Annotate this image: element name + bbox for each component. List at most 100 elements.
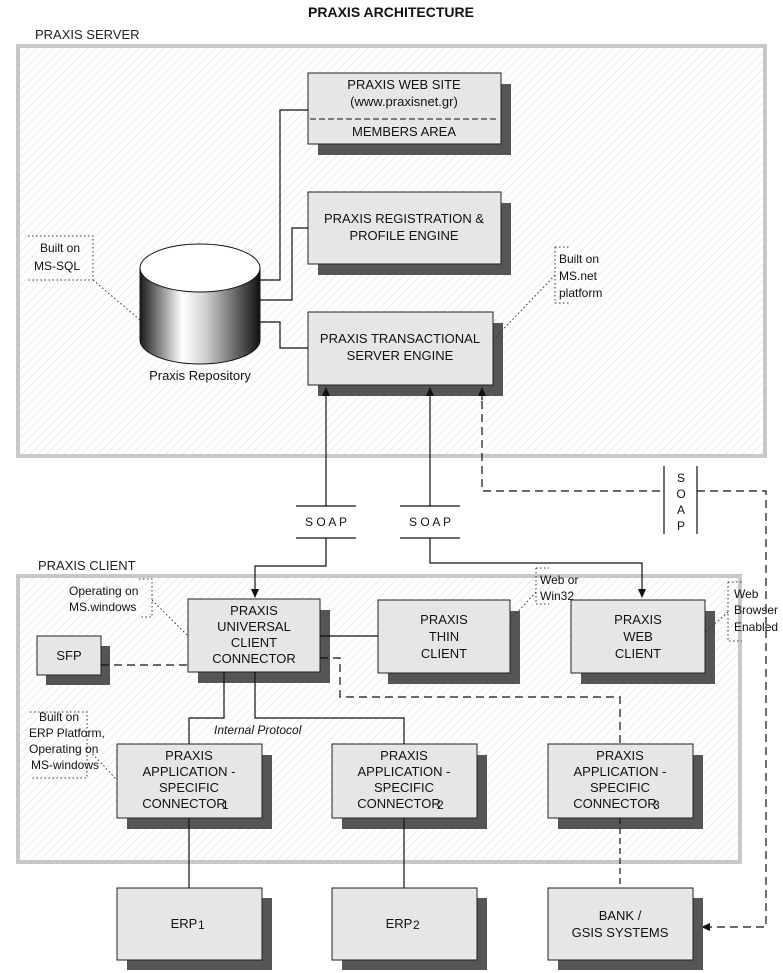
soap-left-down-arrow [251,538,327,598]
praxis-repository-cylinder[interactable] [139,243,261,365]
svg-text:1: 1 [198,918,205,932]
svg-text:APPLICATION -: APPLICATION - [574,764,667,779]
svg-text:Web or: Web or [540,573,578,587]
repo-to-transactional-line [260,321,308,349]
svg-text:BANK /: BANK / [599,908,642,923]
universal-to-app3-dashed [320,657,621,744]
soap-left-label: S O A P [305,515,347,529]
registration-line1: PRAXIS REGISTRATION & [324,211,484,226]
svg-text:APPLICATION -: APPLICATION - [143,764,236,779]
svg-text:3: 3 [653,798,660,812]
svg-text:O: O [676,487,685,501]
universal-to-app1-line [188,672,225,744]
svg-text:ERP: ERP [171,916,198,931]
svg-text:platform: platform [559,286,602,300]
svg-text:PRAXIS: PRAXIS [165,748,213,763]
transactional-engine-box[interactable]: PRAXIS TRANSACTIONAL SERVER ENGINE [307,311,503,396]
registration-line2: PROFILE ENGINE [349,228,458,243]
note-web-browser: Web Browser Enabled [704,581,778,642]
repository-label: Praxis Repository [149,368,251,383]
client-section-label: PRAXIS CLIENT [38,558,136,573]
app-connector-2-box[interactable]: PRAXIS APPLICATION - SPECIFIC CONNECTOR … [331,743,487,829]
svg-text:PRAXIS: PRAXIS [420,612,468,627]
diagram-title: PRAXIS ARCHITECTURE [308,4,474,20]
svg-text:PRAXIS: PRAXIS [230,603,278,618]
erp2-box[interactable]: ERP 2 [331,887,487,970]
soap-middle-down-arrow [429,538,646,598]
note-ms-windows: Operating on MS.windows [69,578,189,637]
svg-text:CLIENT: CLIENT [615,646,661,661]
svg-text:THIN: THIN [429,629,459,644]
transactional-line1: PRAXIS TRANSACTIONAL [320,331,480,346]
svg-text:MS-windows: MS-windows [31,758,99,772]
svg-text:1: 1 [222,798,229,812]
svg-text:Enabled: Enabled [734,620,778,634]
svg-text:SFP: SFP [56,648,81,663]
app-connector-1-box[interactable]: PRAXIS APPLICATION - SPECIFIC CONNECTOR … [116,743,272,829]
universal-to-app2-line [254,672,405,744]
svg-text:Operating on: Operating on [69,584,138,598]
thin-client-box[interactable]: PRAXIS THIN CLIENT [377,599,520,684]
svg-text:CONNECTOR: CONNECTOR [212,651,296,666]
svg-text:2: 2 [413,918,420,932]
svg-text:CONNECTOR: CONNECTOR [142,796,226,811]
note-web-win32: Web or Win32 [509,567,578,621]
registration-engine-box[interactable]: PRAXIS REGISTRATION & PROFILE ENGINE [307,191,511,275]
svg-text:SPECIFIC: SPECIFIC [590,780,650,795]
svg-text:CONNECTOR: CONNECTOR [573,796,657,811]
svg-text:Browser: Browser [734,603,778,617]
svg-text:GSIS SYSTEMS: GSIS SYSTEMS [572,925,669,940]
repo-to-website-line [260,109,308,281]
svg-text:Built on: Built on [39,710,79,724]
internal-protocol-label: Internal Protocol [214,723,302,737]
svg-text:S: S [677,471,685,485]
svg-text:PRAXIS: PRAXIS [614,612,662,627]
note-ms-sql: Built on MS-SQL [28,235,141,321]
soap-right-vertical: S O A P [663,466,698,534]
app-connector-3-box[interactable]: PRAXIS APPLICATION - SPECIFIC CONNECTOR … [547,743,703,829]
web-site-url: (www.praxisnet.gr) [350,94,458,109]
svg-text:MS.net: MS.net [559,269,598,283]
sfp-box[interactable]: SFP [36,635,110,685]
svg-text:Operating on: Operating on [29,742,98,756]
server-section-label: PRAXIS SERVER [35,27,140,42]
svg-text:A: A [677,503,685,517]
soap-middle: S O A P [400,505,460,539]
svg-text:CLIENT: CLIENT [231,635,277,650]
web-client-box[interactable]: PRAXIS WEB CLIENT [570,599,715,684]
soap-left: S O A P [296,505,356,539]
svg-text:PRAXIS: PRAXIS [380,748,428,763]
note-ms-net: Built on MS.net platform [492,246,602,341]
svg-text:Built on: Built on [40,241,80,255]
svg-text:CLIENT: CLIENT [421,646,467,661]
bank-gsis-box[interactable]: BANK / GSIS SYSTEMS [547,887,703,970]
svg-text:P: P [677,519,685,533]
svg-text:MS.windows: MS.windows [69,600,136,614]
svg-text:APPLICATION -: APPLICATION - [358,764,451,779]
svg-text:Web: Web [734,587,759,601]
bank-dashed-link [697,490,767,931]
erp1-box[interactable]: ERP 1 [116,887,272,970]
svg-text:PRAXIS: PRAXIS [596,748,644,763]
svg-text:CONNECTOR: CONNECTOR [357,796,441,811]
universal-client-connector-box[interactable]: PRAXIS UNIVERSAL CLIENT CONNECTOR [187,598,330,683]
note-erp-platform: Built on ERP Platform, Operating on MS-w… [29,710,118,781]
repo-to-registration-line [260,227,308,301]
transactional-line2: SERVER ENGINE [347,348,454,363]
svg-text:2: 2 [437,798,444,812]
svg-text:SPECIFIC: SPECIFIC [159,780,219,795]
web-site-box[interactable]: PRAXIS WEB SITE (www.praxisnet.gr) MEMBE… [307,72,511,155]
svg-text:Built on: Built on [559,252,599,266]
svg-text:ERP Platform,: ERP Platform, [29,726,105,740]
svg-text:WEB: WEB [623,629,653,644]
svg-text:UNIVERSAL: UNIVERSAL [217,619,291,634]
svg-text:Win32: Win32 [540,589,574,603]
soap-middle-label: S O A P [409,515,451,529]
svg-text:ERP: ERP [386,916,413,931]
web-site-title: PRAXIS WEB SITE [347,77,461,92]
svg-text:SPECIFIC: SPECIFIC [374,780,434,795]
soap-right-dashed-top [481,388,664,492]
svg-text:MS-SQL: MS-SQL [34,259,80,273]
members-area-label: MEMBERS AREA [352,124,456,139]
